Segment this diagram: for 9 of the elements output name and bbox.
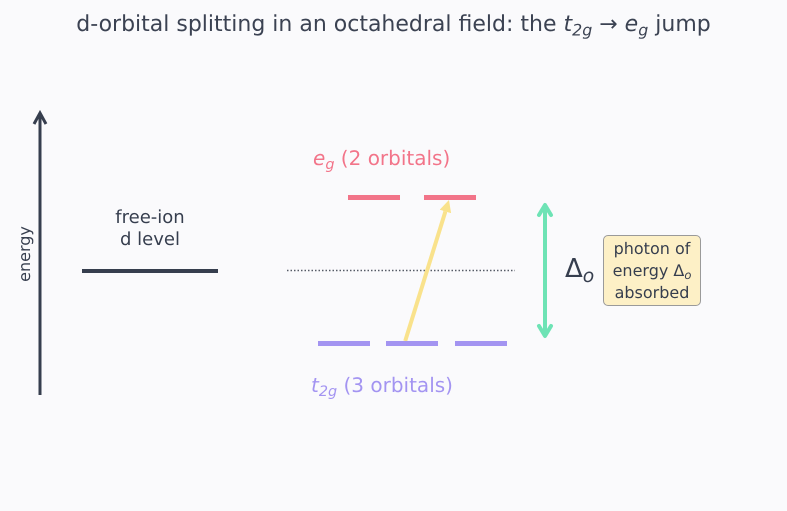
callout-text: photon of energy Δ$_{o}$ absorbed xyxy=(612,238,692,304)
axis-label: energy xyxy=(15,226,35,282)
gap-label: Δ$_{o}$ xyxy=(565,253,594,286)
level-label: free-ion d level xyxy=(114,207,186,251)
level-group-label: t$_{2g}$ (3 orbitals) xyxy=(311,373,453,398)
transition-arrow xyxy=(403,200,452,342)
diagram-title: d-orbital splitting in an octahedral field: the t$_{2g}$ → e$_{g}$ jump xyxy=(76,11,711,40)
callout-box xyxy=(603,235,701,306)
level-group-label: e$_{g}$ (2 orbitals) xyxy=(313,146,450,171)
